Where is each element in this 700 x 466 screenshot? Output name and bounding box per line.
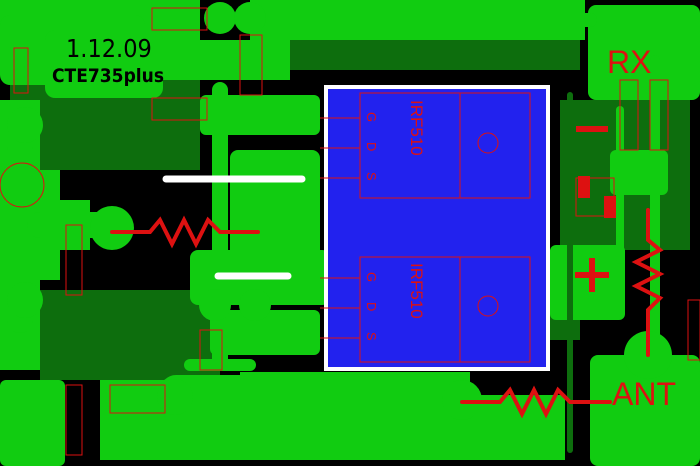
jumpers (162, 175, 306, 280)
silkscreen (0, 7, 700, 456)
transistor-2-pin-g: G (364, 272, 379, 283)
transistor-1-part: IRF510 (407, 100, 426, 156)
transistor-1-pin-s: S (364, 172, 379, 181)
ant-port-label: ANT (612, 376, 676, 412)
transistor-2-part: IRF510 (407, 263, 426, 319)
board-project-name: CTE735plus (52, 65, 165, 87)
transistor-2-pin-d: D (364, 302, 379, 312)
rx-port-label: RX (607, 44, 652, 80)
heatsink (324, 85, 550, 371)
transistor-outlines (320, 92, 531, 363)
board-revision: 1.12.09 (66, 34, 152, 63)
polarity-marks (575, 126, 616, 292)
minus-mark (576, 126, 608, 132)
transistor-1-pin-g: G (364, 112, 379, 123)
label-plate (45, 30, 163, 98)
transistor-1-pin-d: D (364, 142, 379, 152)
transistor-2-pin-s: S (364, 332, 379, 341)
resistors (110, 208, 665, 419)
plus-mark-v (589, 258, 595, 292)
